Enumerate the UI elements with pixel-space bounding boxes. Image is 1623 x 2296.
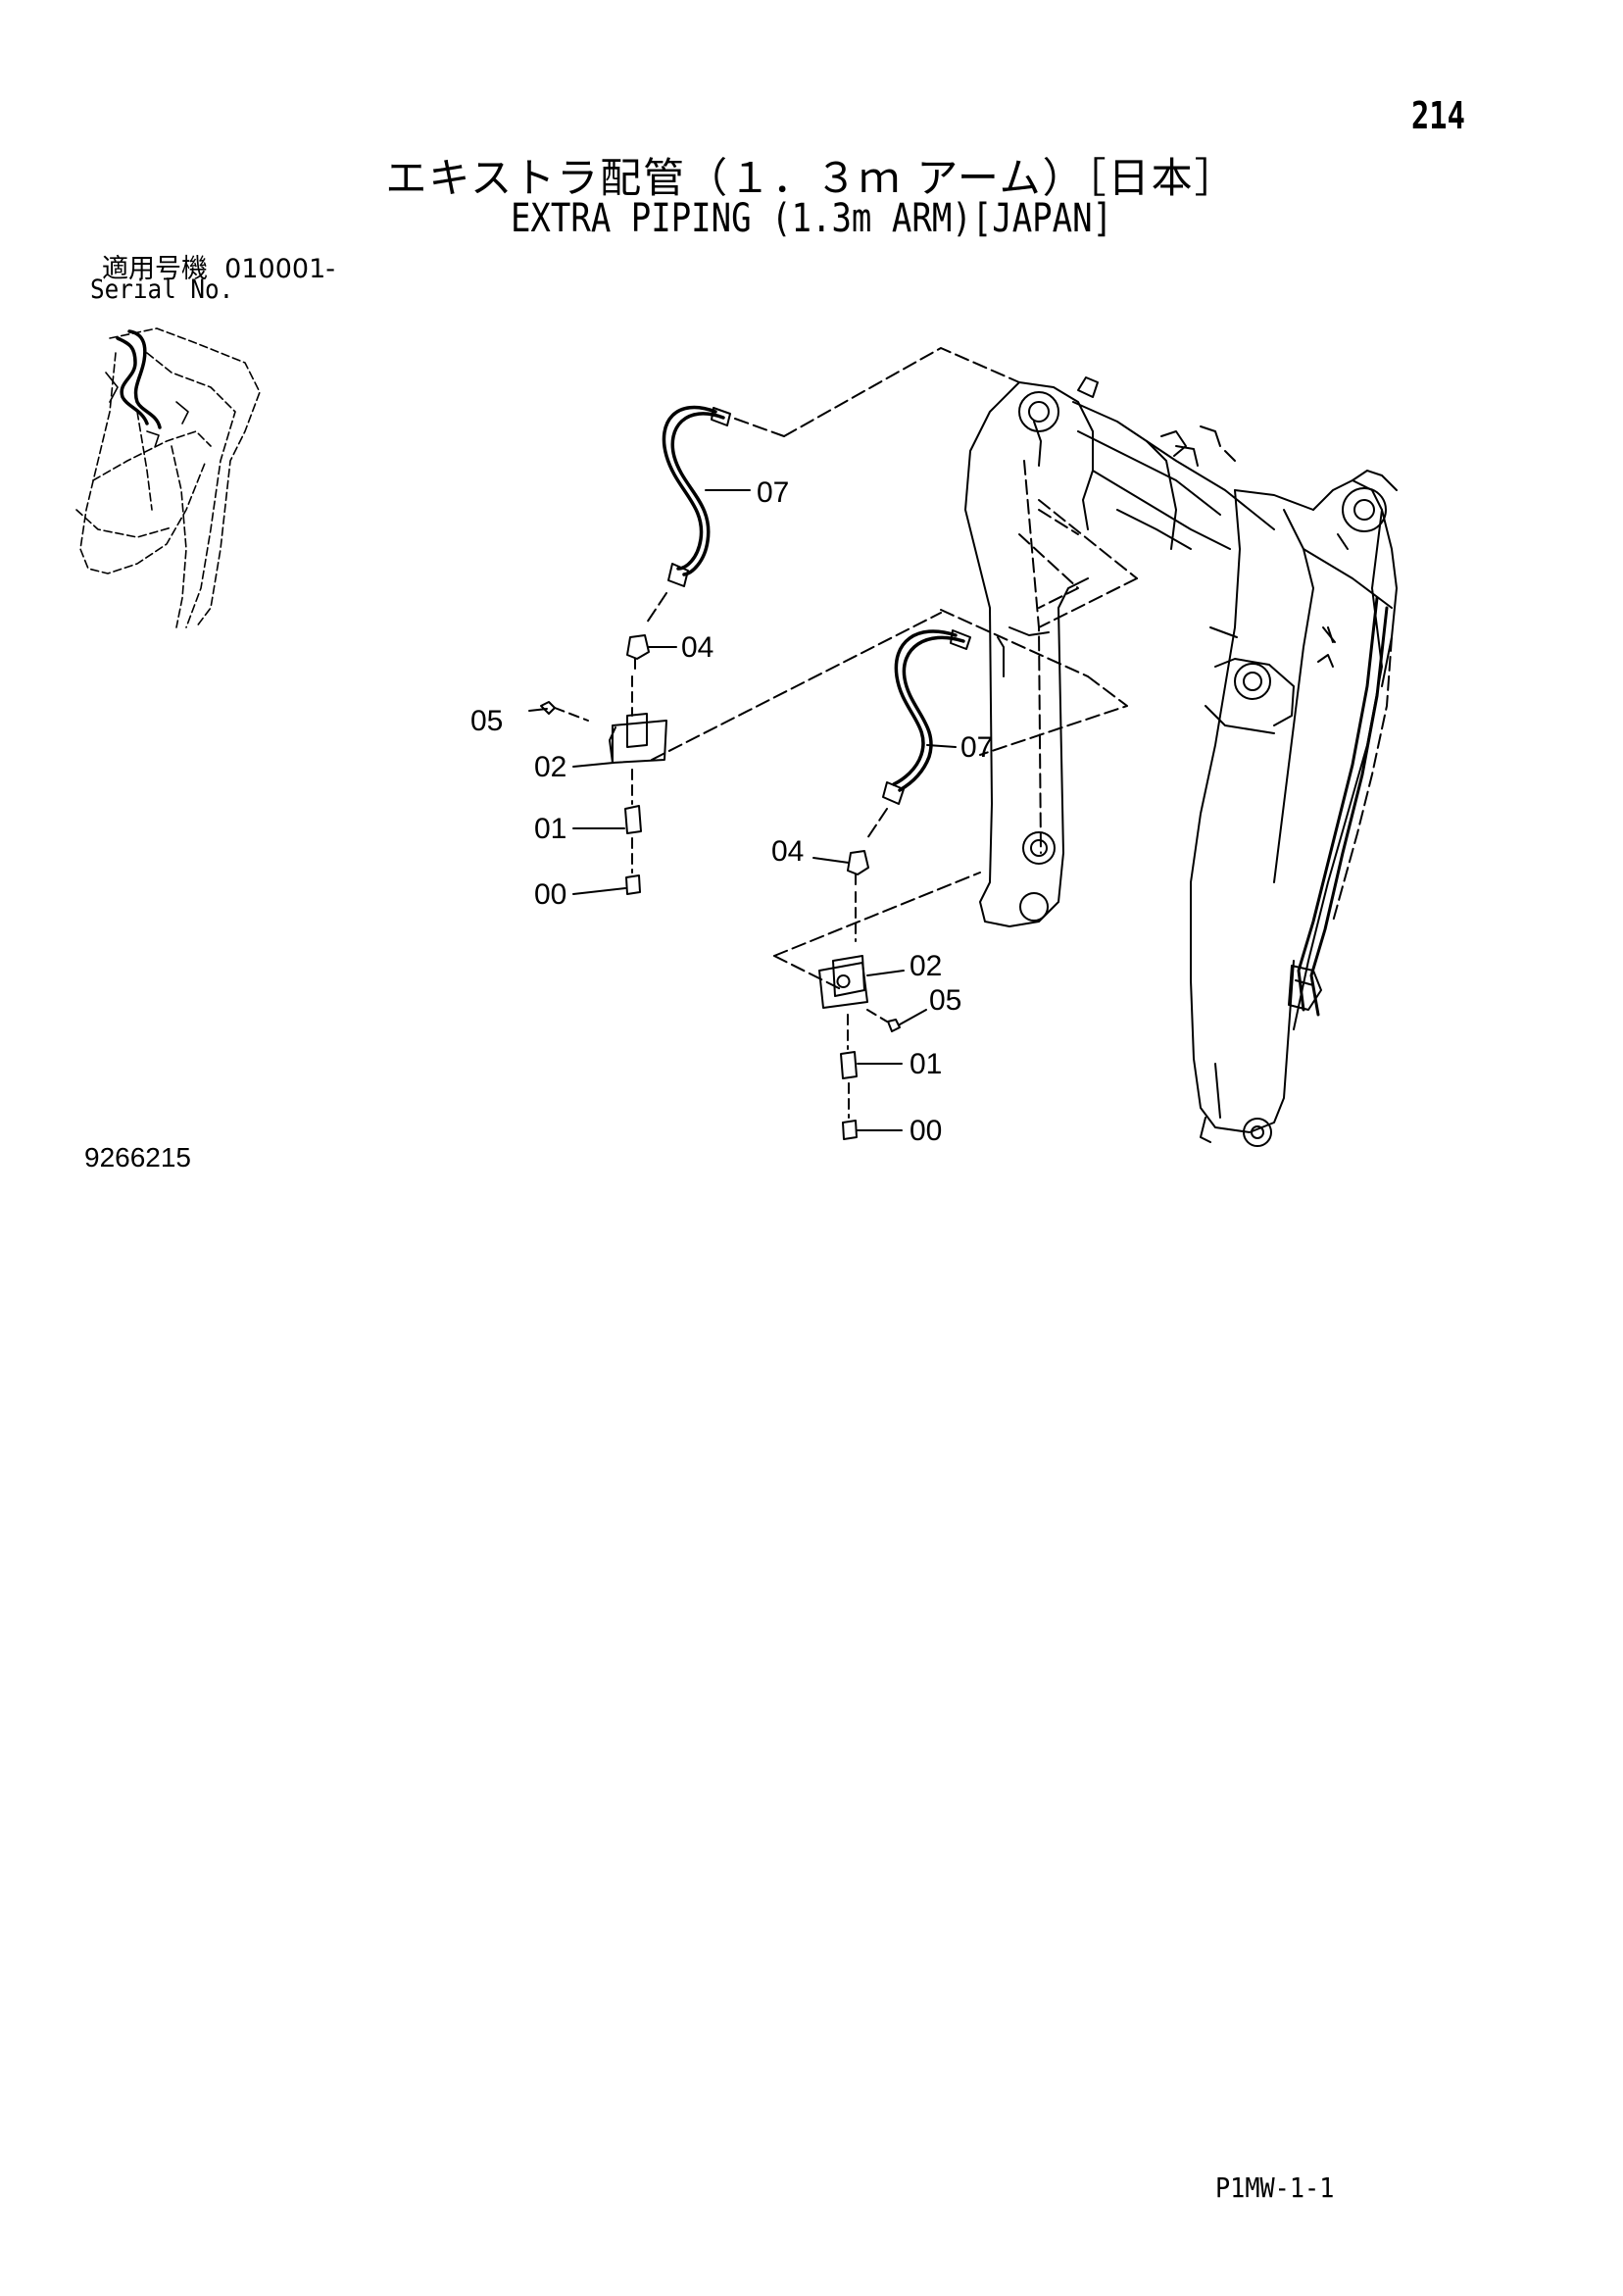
- callout-01-upper: 01: [534, 813, 566, 845]
- callout-05-upper: 05: [470, 705, 503, 737]
- figure-number: 9266215: [84, 1142, 192, 1173]
- title-japanese: エキストラ配管（１．３ｍ アーム）［日本］: [385, 154, 1238, 202]
- lower-hose-group: [773, 609, 1128, 1140]
- callout-04-upper: 04: [681, 631, 713, 664]
- callout-07-upper: 07: [757, 476, 789, 509]
- serial-value: 010001-: [224, 254, 335, 284]
- serial-label-en: Serial No.: [90, 275, 234, 305]
- callout-07-lower: 07: [960, 731, 993, 764]
- footer-code: P1MW-1-1: [1215, 2171, 1335, 2204]
- callout-05-lower: 05: [929, 984, 961, 1017]
- overview-thumbnail: [75, 327, 261, 628]
- title-english: EXTRA PIPING (1.3m ARM)[JAPAN]: [510, 196, 1113, 241]
- arm-assembly: [964, 376, 1398, 1147]
- callout-00-lower: 00: [910, 1115, 942, 1147]
- callout-02-lower: 02: [910, 950, 942, 982]
- callout-labels: 07 04 05 02 01 00 07 04 02 05 01 00: [470, 476, 993, 1147]
- page-number: 214: [1411, 94, 1465, 137]
- serial-label-ja-text: 適用号機: [102, 254, 208, 284]
- serial-label-ja: 適用号機 010001-: [102, 247, 335, 285]
- callout-01-lower: 01: [910, 1048, 942, 1080]
- callout-04-lower: 04: [771, 835, 804, 868]
- upper-hose-group: [528, 347, 1138, 895]
- callout-02-upper: 02: [534, 751, 566, 783]
- callout-00-upper: 00: [534, 878, 566, 911]
